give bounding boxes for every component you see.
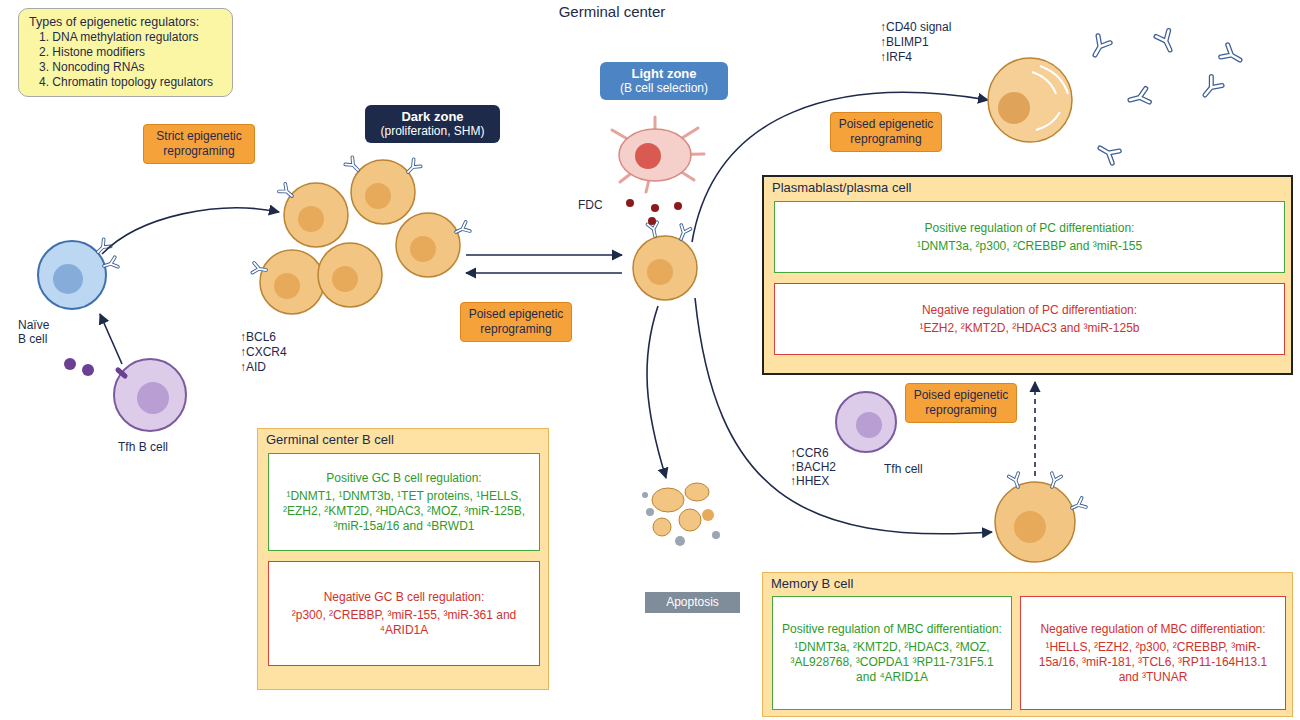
box-text: 3. Noncoding RNAs [29, 60, 222, 75]
box-heading: Plasmablast/plasma cell [772, 180, 1283, 196]
box-heading: Poised epigenetic reprograming [465, 307, 567, 337]
plasma-cell [988, 31, 1244, 164]
box-heading: Strict epigenetic reprograming [148, 129, 250, 159]
box-heading: Poised epigenetic reprograming [835, 117, 937, 147]
marker-label: ↑CXCR4 [240, 345, 287, 359]
box-heading: Light zone [606, 66, 722, 81]
box-heading: Germinal center [227, 3, 997, 20]
regulator-box: Positive regulation of MBC differentiati… [772, 596, 1012, 710]
memory-b-cell [995, 473, 1086, 562]
process-box: Strict epigenetic reprograming [143, 124, 255, 164]
box-text: ¹EZH2, ²KMT2D, ²HDAC3 and ³miR-125b [782, 321, 1277, 336]
marker-label: ↑BLIMP1 [880, 35, 929, 49]
flow-arrow [466, 254, 622, 256]
box-heading: Negative GC B cell regulation: [276, 590, 532, 605]
process-box: Poised epigenetic reprograming [460, 302, 572, 342]
tfh-b-cell [64, 358, 186, 431]
regulator-box: Negative regulation of MBC differentiati… [1020, 596, 1286, 710]
regulator-box: Positive regulation of PC differentiatio… [774, 201, 1285, 273]
box-text: 2. Histone modifiers [29, 45, 222, 60]
fdc-cell [612, 117, 704, 212]
box-text: ¹HELLS, ²EZH2, ²p300, ²CREBBP, ³miR-15a/… [1028, 640, 1278, 685]
marker-label: ↑IRF4 [880, 50, 912, 64]
zone-label: Light zone(B cell selection) [600, 62, 728, 100]
box-heading: Apoptosis [651, 595, 734, 610]
marker-label: ↑BCL6 [240, 330, 276, 344]
apoptotic-debris [642, 483, 720, 546]
box-text: ¹DNMT3a, ²p300, ²CREBBP and ³miR-155 [782, 239, 1277, 254]
flow-arrow [647, 306, 666, 478]
box-heading: Positive regulation of MBC differentiati… [780, 622, 1004, 637]
cell-label: Naïve B cell [18, 318, 58, 346]
cell-panel: Memory B cellPositive regulation of MBC … [762, 572, 1293, 717]
box-heading: Germinal center B cell [266, 432, 540, 448]
process-box: Poised epigenetic reprograming [830, 112, 942, 152]
marker-label: ↑CD40 signal [880, 20, 951, 34]
marker-label: ↑AID [240, 360, 266, 374]
info-box: Types of epigenetic regulators:1. DNA me… [18, 8, 233, 97]
regulator-box: Negative regulation of PC differentiatio… [774, 283, 1285, 355]
box-text: (proliferation, SHM) [371, 124, 494, 139]
box-heading: Types of epigenetic regulators: [29, 15, 222, 30]
box-text: ²p300, ²CREBBP, ³miR-155, ³miR-361 and ⁴… [276, 608, 532, 638]
cell-label: Tfh B cell [118, 440, 168, 454]
box-text: ¹DNMT3a, ²KMT2D, ²HDAC3, ²MOZ, ³AL928768… [780, 640, 1004, 685]
box-heading: Positive regulation of PC differentiatio… [782, 221, 1277, 236]
zone-label: Dark zone(proliferation, SHM) [365, 105, 500, 143]
box-text: 4. Chromatin topology regulators [29, 75, 222, 90]
gc-b-cell-cluster [252, 157, 470, 314]
dark-zone-area [229, 73, 559, 667]
marker-label: ↑CCR6 [790, 446, 829, 460]
status-box: Apoptosis [645, 592, 740, 613]
box-text: (B cell selection) [606, 81, 722, 96]
process-box: Poised epigenetic reprograming [905, 383, 1017, 423]
box-heading: Positive GC B cell regulation: [276, 471, 532, 486]
cell-label: FDC [578, 198, 603, 212]
box-heading: Poised epigenetic reprograming [910, 388, 1012, 418]
cell-label: Tfh cell [884, 462, 923, 476]
box-heading: Negative regulation of MBC differentiati… [1028, 622, 1278, 637]
cell-panel: Plasmablast/plasma cellPositive regulati… [762, 175, 1293, 375]
flow-arrow [100, 314, 122, 364]
flow-arrow [102, 208, 279, 254]
box-text: 1. DNA methylation regulators [29, 30, 222, 45]
flow-arrow [1034, 382, 1036, 476]
flow-arrow [466, 272, 622, 274]
marker-label: ↑HHEX [790, 474, 829, 488]
box-heading: Memory B cell [771, 576, 1284, 592]
marker-label: ↑BACH2 [790, 460, 836, 474]
box-text: ¹DNMT1, ¹DNMT3b, ¹TET proteins, ¹HELLS, … [276, 489, 532, 534]
cell-panel: Germinal center B cellPositive GC B cell… [257, 428, 549, 690]
regulator-box: Negative GC B cell regulation: ²p300, ²CR… [268, 561, 540, 666]
box-heading: Dark zone [371, 109, 494, 124]
regulator-box: Positive GC B cell regulation: ¹DNMT1, ¹D… [268, 453, 540, 551]
box-heading: Negative regulation of PC differentiatio… [782, 303, 1277, 318]
tfh-cell [836, 392, 896, 452]
light-zone-b-cell [633, 217, 697, 300]
